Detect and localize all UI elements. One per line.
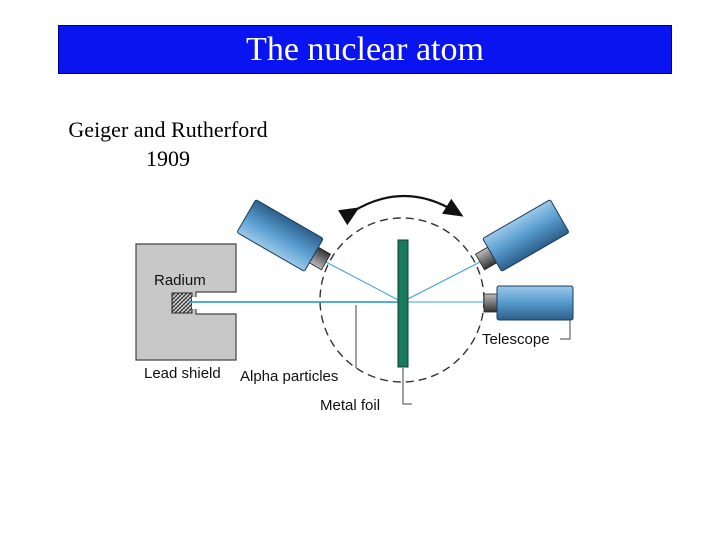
deflected-beam [401, 261, 481, 303]
radium-source [171, 292, 193, 314]
title-bar: The nuclear atom [58, 25, 672, 74]
metal-foil [397, 239, 409, 368]
subtitle: Geiger and Rutherford 1909 [48, 115, 288, 173]
slide-title: The nuclear atom [246, 30, 484, 68]
metal-foil-label: Metal foil [320, 397, 380, 414]
alpha-particles-label: Alpha particles [240, 368, 338, 385]
beam-channel [192, 297, 236, 309]
radium-label: Radium [154, 272, 206, 289]
backscatter-beam [325, 261, 403, 303]
metal-foil-leader [402, 368, 412, 405]
rotation-arrow [338, 195, 464, 226]
telescope-right [483, 285, 574, 321]
telescope-label: Telescope [482, 331, 550, 348]
telescope-upper-right [474, 199, 569, 272]
subtitle-line-2: 1909 [146, 146, 190, 171]
lead-shield-label: Lead shield [144, 365, 221, 382]
subtitle-line-1: Geiger and Rutherford [68, 117, 268, 142]
telescope-leader [560, 320, 571, 340]
telescope-upper-left [237, 199, 332, 272]
